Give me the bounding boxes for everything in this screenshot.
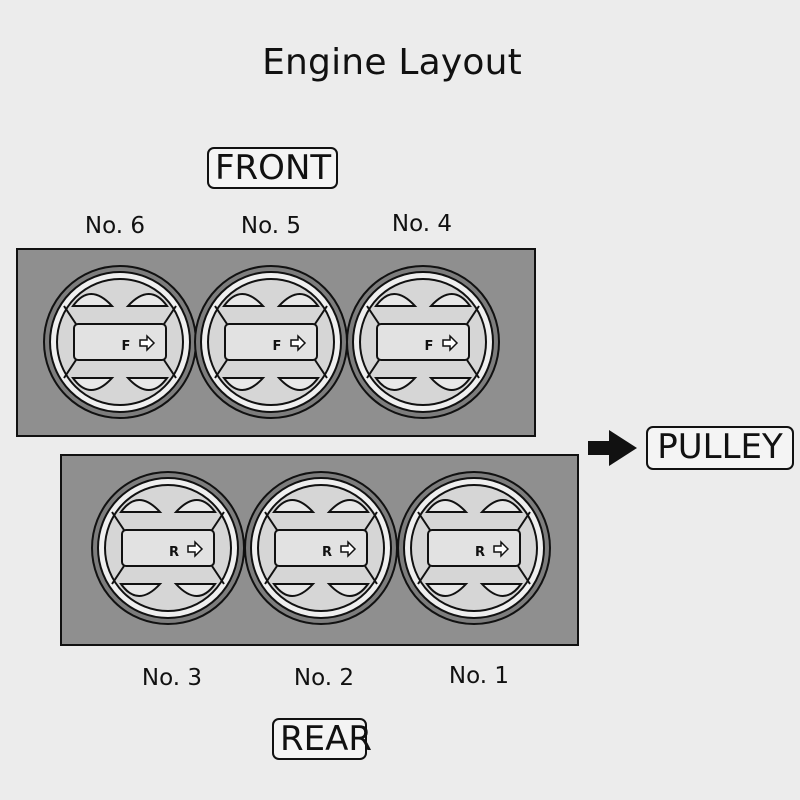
pulley-label: PULLEY [646, 426, 794, 470]
hollow-right-arrow-icon [340, 540, 357, 558]
rear-label: REAR [272, 718, 372, 760]
cylinder-number-4: No. 4 [391, 211, 453, 237]
cylinder-number-1: No. 1 [448, 663, 510, 689]
rear-piston-mark: R [322, 545, 332, 560]
front-label: FRONT [207, 147, 338, 189]
cylinder-number-2: No. 2 [293, 665, 355, 691]
front-piston-2: F [194, 265, 348, 419]
hollow-right-arrow-icon [139, 334, 156, 352]
rear-piston-2: R [244, 471, 398, 625]
cylinder-number-6: No. 6 [84, 213, 146, 239]
front-piston-3: F [346, 265, 500, 419]
hollow-right-arrow-icon [187, 540, 204, 558]
cylinder-number-5: No. 5 [240, 213, 302, 239]
rear-piston-1: R [91, 471, 245, 625]
right-arrow-icon [588, 430, 637, 466]
hollow-right-arrow-icon [493, 540, 510, 558]
hollow-right-arrow-icon [442, 334, 459, 352]
cylinder-number-3: No. 3 [141, 665, 203, 691]
page-title: Engine Layout [262, 42, 522, 83]
front-piston-mark: F [425, 339, 434, 354]
front-piston-mark: F [273, 339, 282, 354]
rear-piston-mark: R [169, 545, 179, 560]
front-piston-mark: F [122, 339, 131, 354]
front-piston-1: F [43, 265, 197, 419]
hollow-right-arrow-icon [290, 334, 307, 352]
rear-piston-mark: R [475, 545, 485, 560]
rear-piston-3: R [397, 471, 551, 625]
